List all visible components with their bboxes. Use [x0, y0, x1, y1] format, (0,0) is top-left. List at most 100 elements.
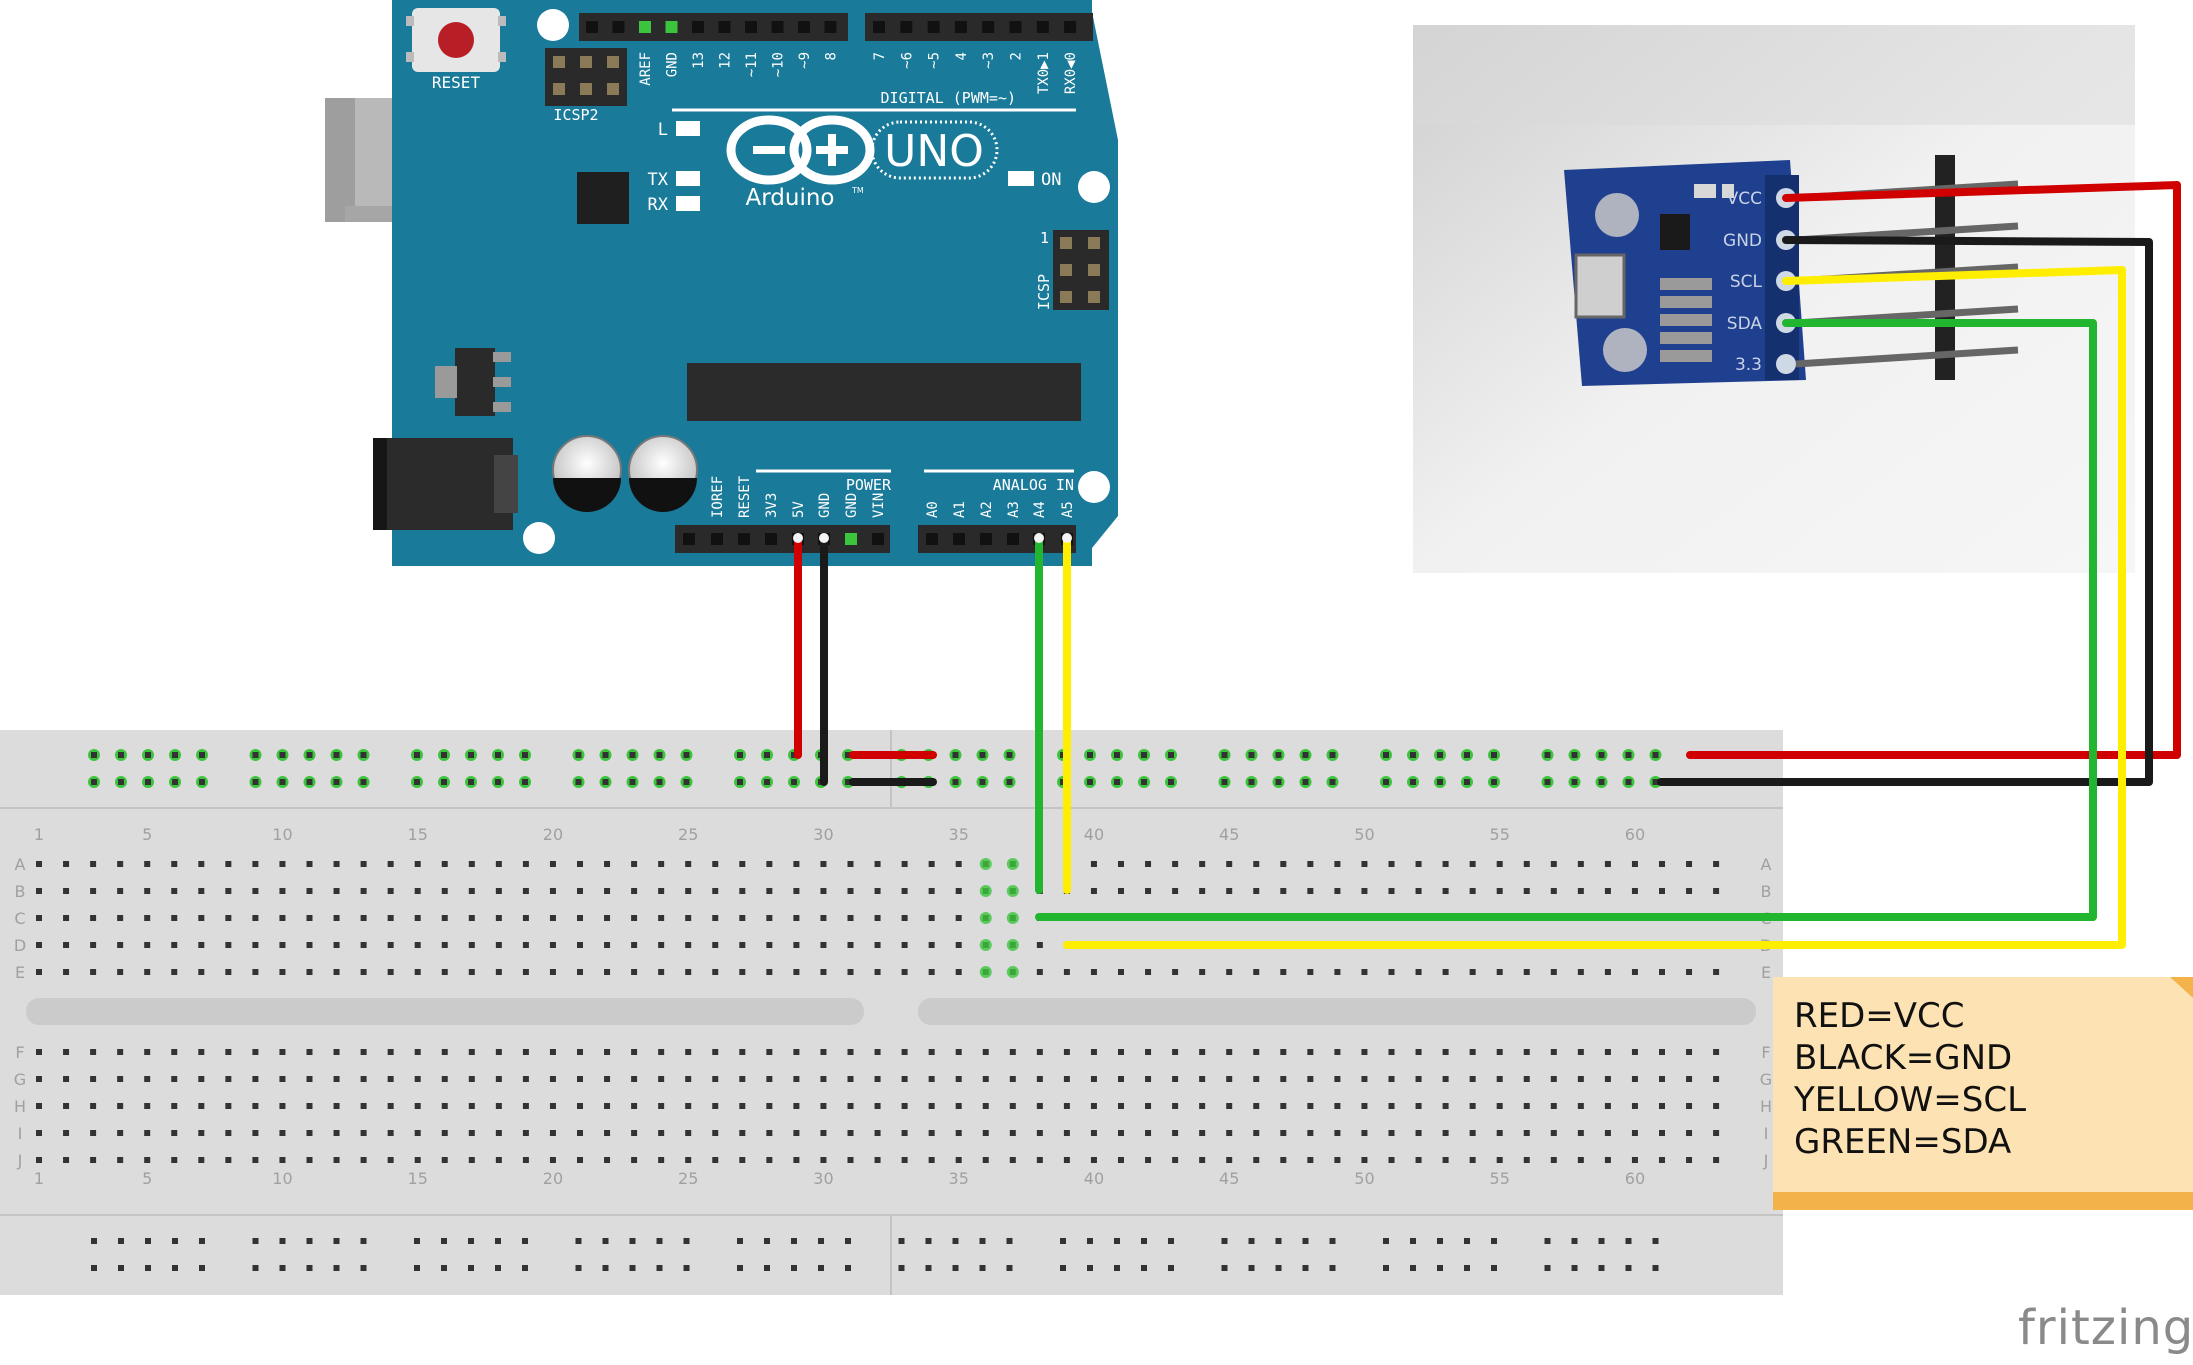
breadboard-hole[interactable] — [306, 861, 313, 867]
breadboard-hole[interactable] — [847, 888, 854, 894]
rail-hole[interactable] — [199, 752, 205, 758]
breadboard-hole[interactable] — [522, 1157, 529, 1163]
breadboard-hole[interactable] — [306, 1130, 313, 1136]
breadboard-hole[interactable] — [847, 1049, 854, 1055]
rail-hole[interactable] — [1006, 752, 1013, 758]
breadboard-hole[interactable] — [1713, 969, 1720, 975]
rail-hole[interactable] — [1006, 779, 1013, 785]
rail-hole[interactable] — [468, 1265, 474, 1271]
breadboard-hole[interactable] — [333, 861, 340, 867]
rail-hole[interactable] — [306, 1238, 313, 1244]
breadboard-hole[interactable] — [712, 1049, 719, 1055]
rail-hole[interactable] — [1598, 1265, 1605, 1271]
breadboard-hole[interactable] — [1280, 888, 1287, 894]
breadboard-hole[interactable] — [658, 1157, 665, 1163]
breadboard-hole[interactable] — [279, 1130, 286, 1136]
rail-hole[interactable] — [1625, 752, 1632, 758]
breadboard-hole[interactable] — [1361, 1130, 1368, 1136]
rail-hole[interactable] — [979, 1238, 986, 1244]
breadboard-hole[interactable] — [1199, 969, 1206, 975]
breadboard-hole[interactable] — [1090, 1103, 1097, 1109]
breadboard-hole[interactable] — [522, 1049, 529, 1055]
breadboard-hole[interactable] — [1686, 1076, 1693, 1082]
breadboard-hole[interactable] — [1063, 1076, 1070, 1082]
breadboard-hole[interactable] — [306, 942, 313, 948]
rail-hole[interactable] — [1329, 1265, 1336, 1271]
breadboard-hole[interactable] — [495, 1076, 502, 1082]
breadboard-hole[interactable] — [279, 1049, 286, 1055]
breadboard-hole[interactable] — [1469, 861, 1476, 867]
rail-hole[interactable] — [414, 1265, 420, 1271]
breadboard-hole[interactable] — [1577, 888, 1584, 894]
breadboard-hole[interactable] — [441, 861, 448, 867]
rail-hole[interactable] — [1652, 752, 1659, 758]
rail-hole[interactable] — [441, 1238, 447, 1244]
breadboard-hole[interactable] — [198, 942, 205, 948]
breadboard-hole[interactable] — [360, 915, 367, 921]
rail-hole[interactable] — [898, 1265, 905, 1271]
breadboard-hole[interactable] — [604, 861, 611, 867]
breadboard-hole[interactable] — [171, 942, 178, 948]
breadboard-hole[interactable] — [577, 1130, 583, 1136]
breadboard-hole[interactable] — [1172, 1130, 1179, 1136]
breadboard-hole[interactable] — [631, 888, 638, 894]
breadboard-hole[interactable] — [766, 942, 773, 948]
breadboard-hole[interactable] — [549, 861, 556, 867]
breadboard-hole[interactable] — [1659, 969, 1665, 975]
breadboard-hole[interactable] — [1253, 1049, 1260, 1055]
breadboard-hole[interactable] — [1604, 1130, 1611, 1136]
breadboard-hole[interactable] — [468, 1130, 475, 1136]
rail-hole[interactable] — [737, 752, 743, 758]
breadboard-hole[interactable] — [1604, 1103, 1611, 1109]
rail-hole[interactable] — [845, 1265, 851, 1271]
rail-hole[interactable] — [145, 1265, 151, 1271]
breadboard-hole[interactable] — [1604, 1049, 1611, 1055]
rail-hole[interactable] — [1598, 1238, 1605, 1244]
breadboard-hole[interactable] — [1361, 1076, 1368, 1082]
breadboard-hole[interactable] — [1659, 1130, 1665, 1136]
breadboard-hole[interactable] — [982, 1076, 989, 1082]
breadboard-hole[interactable] — [63, 1130, 70, 1136]
rail-hole[interactable] — [1087, 1238, 1093, 1244]
rail-hole[interactable] — [1571, 1238, 1578, 1244]
breadboard-hole[interactable] — [820, 861, 827, 867]
rail-hole[interactable] — [522, 1265, 528, 1271]
rail-hole[interactable] — [1625, 1238, 1632, 1244]
breadboard-hole[interactable] — [1334, 1130, 1341, 1136]
breadboard-hole[interactable] — [1226, 861, 1233, 867]
rail-hole[interactable] — [845, 1238, 851, 1244]
breadboard-hole[interactable] — [874, 942, 881, 948]
rail-hole[interactable] — [1491, 779, 1497, 785]
breadboard-hole[interactable] — [928, 1157, 935, 1163]
breadboard-hole[interactable] — [577, 888, 583, 894]
breadboard-hole[interactable] — [1442, 1103, 1449, 1109]
breadboard-hole[interactable] — [1713, 1076, 1720, 1082]
rail-hole[interactable] — [845, 779, 851, 785]
breadboard-hole[interactable] — [901, 1049, 908, 1055]
breadboard-hole[interactable] — [1604, 861, 1611, 867]
breadboard-hole[interactable] — [685, 1103, 692, 1109]
breadboard-hole[interactable] — [1415, 861, 1422, 867]
header-pin[interactable] — [738, 533, 750, 545]
breadboard-hole[interactable] — [658, 1049, 665, 1055]
breadboard-hole[interactable] — [387, 1157, 394, 1163]
header-pin[interactable] — [798, 21, 810, 33]
breadboard-hole[interactable] — [1550, 888, 1557, 894]
rail-hole[interactable] — [925, 1265, 932, 1271]
breadboard-hole[interactable] — [306, 1049, 313, 1055]
rail-hole[interactable] — [306, 779, 313, 785]
rail-hole[interactable] — [1383, 752, 1389, 758]
breadboard-hole[interactable] — [36, 1157, 42, 1163]
rail-hole[interactable] — [764, 752, 770, 758]
breadboard-hole[interactable] — [577, 1103, 583, 1109]
breadboard-hole[interactable] — [1550, 1157, 1557, 1163]
header-pin[interactable] — [926, 533, 938, 545]
breadboard-hole[interactable] — [739, 915, 746, 921]
breadboard-hole[interactable] — [1036, 1130, 1043, 1136]
breadboard-hole[interactable] — [766, 861, 773, 867]
breadboard-hole[interactable] — [928, 888, 935, 894]
breadboard-hole[interactable] — [1118, 888, 1124, 894]
rail-hole[interactable] — [1652, 779, 1659, 785]
breadboard-hole[interactable] — [1469, 1103, 1476, 1109]
breadboard-hole[interactable] — [468, 861, 475, 867]
